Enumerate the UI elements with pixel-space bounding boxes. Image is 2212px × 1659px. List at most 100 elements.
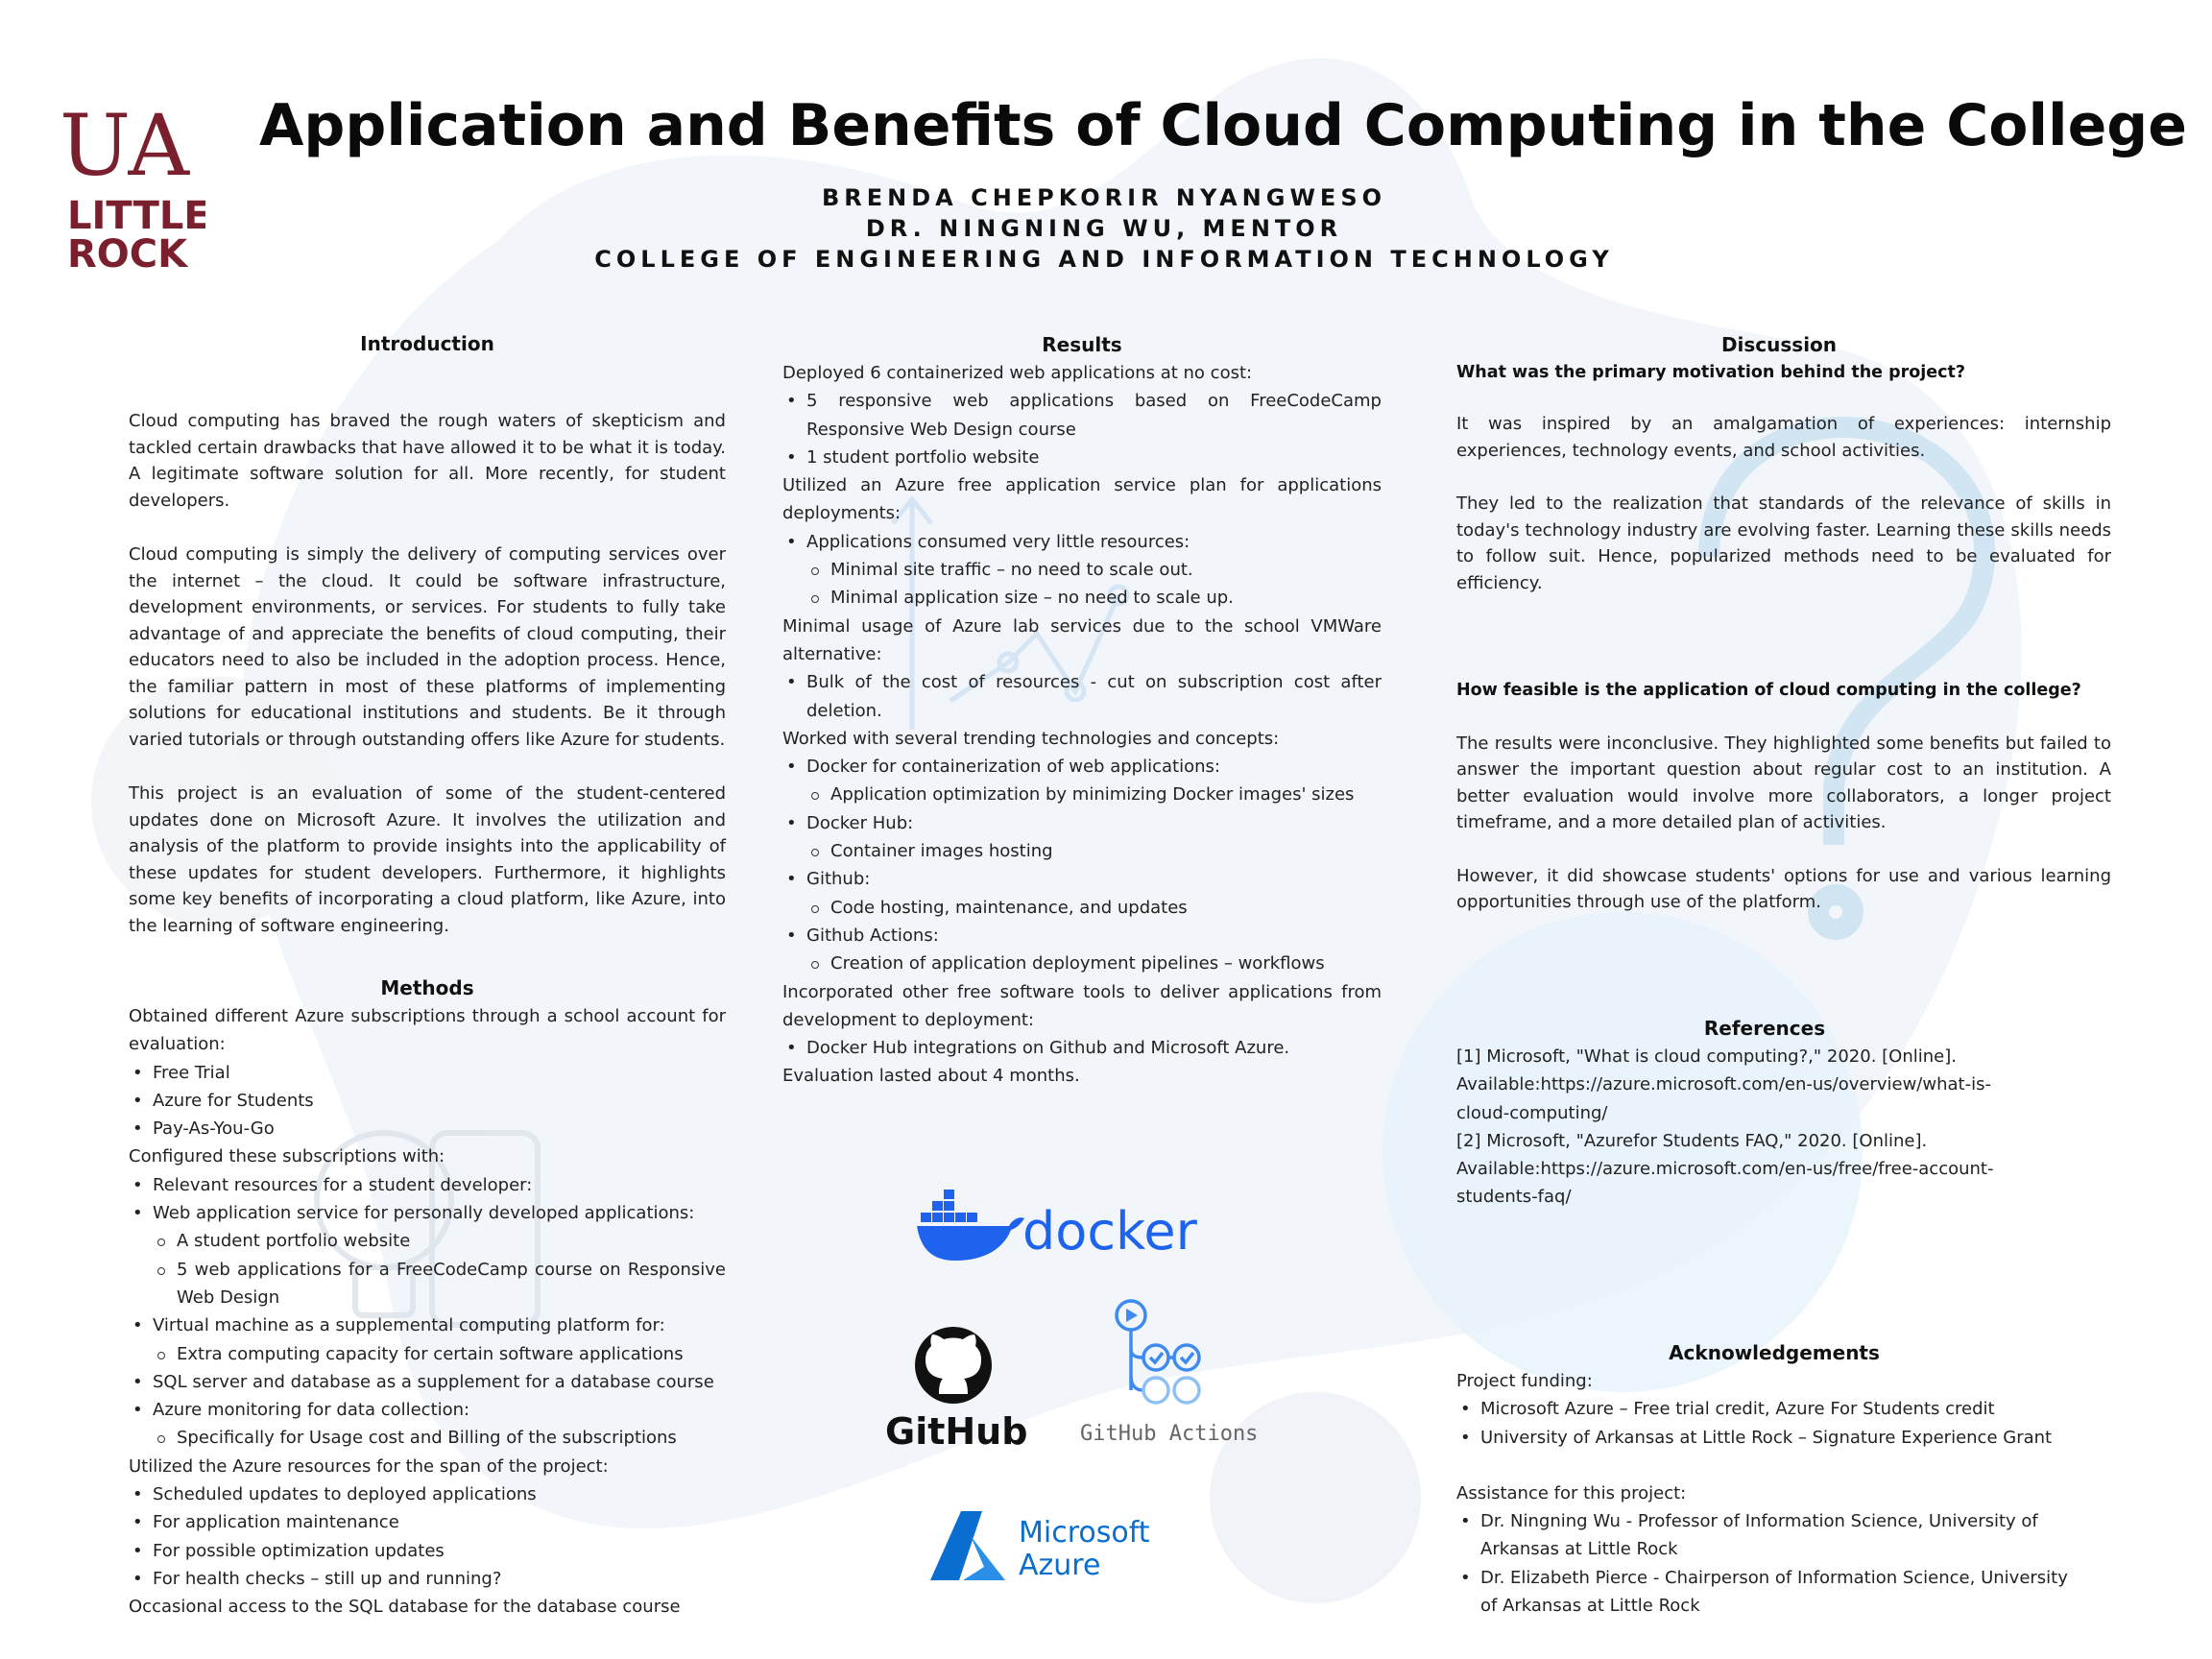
discussion-heading: Discussion <box>1720 333 1838 356</box>
list-item-label: Web application service for personally d… <box>153 1203 695 1224</box>
azure-wordmark-line2: Azure <box>1019 1549 1100 1582</box>
acknowledgements-section: Acknowledgements Project funding: Micros… <box>1456 1338 2111 1620</box>
discussion-paragraph: The results were inconclusive. They high… <box>1456 733 2111 833</box>
methods-span-intro: Utilized the Azure resources for the spa… <box>129 1455 609 1477</box>
methods-intro: Obtained different Azure subscriptions t… <box>129 1006 726 1055</box>
author-block: BRENDA CHEPKORIR NYANGWESO DR. NINGNING … <box>576 182 1632 275</box>
logo-line1-text: LITTLE <box>67 194 205 238</box>
right-column: Discussion What was the primary motivati… <box>1456 330 2111 916</box>
docker-logo: docker <box>917 1186 1205 1262</box>
list-item: Github: Code hosting, maintenance, and u… <box>782 865 1382 922</box>
acknowledgements-heading: Acknowledgements <box>1669 1341 1880 1364</box>
docker-whale-icon <box>917 1190 1024 1261</box>
results-list: 5 responsive web applications based on F… <box>782 387 1382 471</box>
methods-closing: Occasional access to the SQL database fo… <box>129 1597 681 1618</box>
funding-list: Microsoft Azure – Free trial credit, Azu… <box>1456 1395 2111 1452</box>
tech-list: Docker for containerization of web appli… <box>782 753 1382 977</box>
sub-list-item: Minimal site traffic – no need to scale … <box>806 556 1382 584</box>
sub-list: A student portfolio website 5 web applic… <box>153 1227 726 1311</box>
sub-list-item: Creation of application deployment pipel… <box>806 950 1382 977</box>
sub-list-item: 5 web applications for a FreeCodeCamp co… <box>153 1256 726 1312</box>
results-heading: Results <box>1042 333 1122 356</box>
assistance-label: Assistance for this project: <box>1456 1482 1687 1503</box>
discussion-paragraph: It was inspired by an amalgamation of ex… <box>1456 414 2111 461</box>
sub-list: Creation of application deployment pipel… <box>806 950 1382 977</box>
logo-line2-text: ROCK <box>67 232 189 269</box>
list-item: Azure monitoring for data collection: Sp… <box>129 1396 726 1453</box>
ua-little-rock-logo: UA LITTLE ROCK <box>56 96 210 276</box>
results-paragraph: Worked with several trending technologie… <box>782 728 1280 749</box>
microsoft-azure-logo: Microsoft Azure <box>926 1507 1176 1584</box>
list-item: Relevant resources for a student develop… <box>129 1171 726 1200</box>
github-logo: GitHub <box>883 1325 1027 1453</box>
list-item-label: Azure monitoring for data collection: <box>153 1400 470 1421</box>
list-item-label: Docker Hub: <box>806 812 914 833</box>
sub-list: Application optimization by minimizing D… <box>806 781 1382 808</box>
sub-list: Container images hosting <box>806 837 1382 865</box>
results-list: Bulk of the cost of resources - cut on s… <box>782 668 1382 725</box>
author-name: BRENDA CHEPKORIR NYANGWESO <box>821 184 1387 211</box>
list-item: For possible optimization updates <box>129 1537 726 1566</box>
list-item: Github Actions: Creation of application … <box>782 922 1382 978</box>
methods-config-intro: Configured these subscriptions with: <box>129 1146 445 1167</box>
list-item: 1 student portfolio website <box>782 444 1382 472</box>
list-item: SQL server and database as a supplement … <box>129 1368 726 1397</box>
list-item-label: Docker for containerization of web appli… <box>806 757 1220 778</box>
list-item-label: Applications consumed very little resour… <box>806 531 1190 552</box>
config-list: Relevant resources for a student develop… <box>129 1171 726 1453</box>
results-paragraph: Minimal usage of Azure lab services due … <box>782 615 1382 664</box>
results-paragraph: Utilized an Azure free application servi… <box>782 475 1382 524</box>
discussion-question: How feasible is the application of cloud… <box>1456 681 2081 701</box>
list-item: Web application service for personally d… <box>129 1199 726 1311</box>
reference-line: [2] Microsoft, "Azurefor Students FAQ," … <box>1456 1130 1928 1151</box>
span-list: Scheduled updates to deployed applicatio… <box>129 1480 726 1593</box>
list-item: 5 responsive web applications based on F… <box>782 387 1382 444</box>
sub-list-item: Extra computing capacity for certain sof… <box>153 1340 726 1368</box>
intro-paragraph: This project is an evaluation of some of… <box>129 783 726 936</box>
intro-paragraph: Cloud computing has braved the rough wat… <box>129 411 726 511</box>
list-item: Scheduled updates to deployed applicatio… <box>129 1480 726 1509</box>
sub-list-item: Minimal application size – no need to sc… <box>806 584 1382 612</box>
sub-list-item: A student portfolio website <box>153 1227 726 1255</box>
list-item: Docker Hub: Container images hosting <box>782 809 1382 866</box>
list-item: Bulk of the cost of resources - cut on s… <box>782 668 1382 725</box>
discussion-paragraph: They led to the realization that standar… <box>1456 493 2111 593</box>
reference-line: Available:https://azure.microsoft.com/en… <box>1456 1074 1991 1095</box>
list-item: Microsoft Azure – Free trial credit, Azu… <box>1456 1395 2111 1424</box>
github-octocat-icon <box>915 1327 992 1404</box>
results-paragraph: Evaluation lasted about 4 months. <box>782 1066 1080 1087</box>
college-name: COLLEGE OF ENGINEERING AND INFORMATION T… <box>594 246 1614 273</box>
github-wordmark: GitHub <box>885 1410 1027 1450</box>
azure-wordmark-line1: Microsoft <box>1019 1516 1150 1550</box>
list-item: Docker for containerization of web appli… <box>782 753 1382 809</box>
docker-wordmark: docker <box>1022 1201 1198 1262</box>
list-item-label: Github Actions: <box>806 925 939 946</box>
list-item: Docker Hub integrations on Github and Mi… <box>782 1034 1382 1063</box>
funding-label: Project funding: <box>1456 1371 1593 1391</box>
results-paragraph: Incorporated other free software tools t… <box>782 981 1382 1030</box>
github-actions-logo: GitHub Actions <box>1075 1296 1286 1450</box>
list-item: Applications consumed very little resour… <box>782 528 1382 613</box>
list-item: For health checks – still up and running… <box>129 1565 726 1594</box>
list-item: Dr. Elizabeth Pierce - Chairperson of In… <box>1456 1564 2082 1621</box>
sub-list: Extra computing capacity for certain sof… <box>153 1340 726 1368</box>
github-actions-wordmark: GitHub Actions <box>1080 1422 1258 1446</box>
left-column: Introduction Cloud computing has braved … <box>129 329 726 1622</box>
list-item: University of Arkansas at Little Rock – … <box>1456 1424 2111 1453</box>
sub-list-item: Code hosting, maintenance, and updates <box>806 894 1382 922</box>
list-item-label: Github: <box>806 869 871 890</box>
references-section: References [1] Microsoft, "What is cloud… <box>1456 1014 2111 1212</box>
results-paragraph: Deployed 6 containerized web application… <box>782 363 1253 383</box>
references-heading: References <box>1703 1017 1826 1040</box>
poster-title: Application and Benefits of Cloud Comput… <box>259 92 2187 159</box>
sub-list: Code hosting, maintenance, and updates <box>806 894 1382 922</box>
sub-list-item: Application optimization by minimizing D… <box>806 781 1382 808</box>
sub-list-item: Specifically for Usage cost and Billing … <box>153 1424 726 1452</box>
discussion-question: What was the primary motivation behind t… <box>1456 363 1966 382</box>
list-item: Pay-As-You-Go <box>129 1115 726 1143</box>
intro-paragraph: Cloud computing is simply the delivery o… <box>129 544 726 750</box>
reference-line: [1] Microsoft, "What is cloud computing?… <box>1456 1046 1957 1067</box>
reference-line: students-faq/ <box>1456 1187 1572 1208</box>
assistance-list: Dr. Ningning Wu - Professor of Informati… <box>1456 1507 2111 1620</box>
subscription-list: Free Trial Azure for Students Pay-As-You… <box>129 1059 726 1143</box>
